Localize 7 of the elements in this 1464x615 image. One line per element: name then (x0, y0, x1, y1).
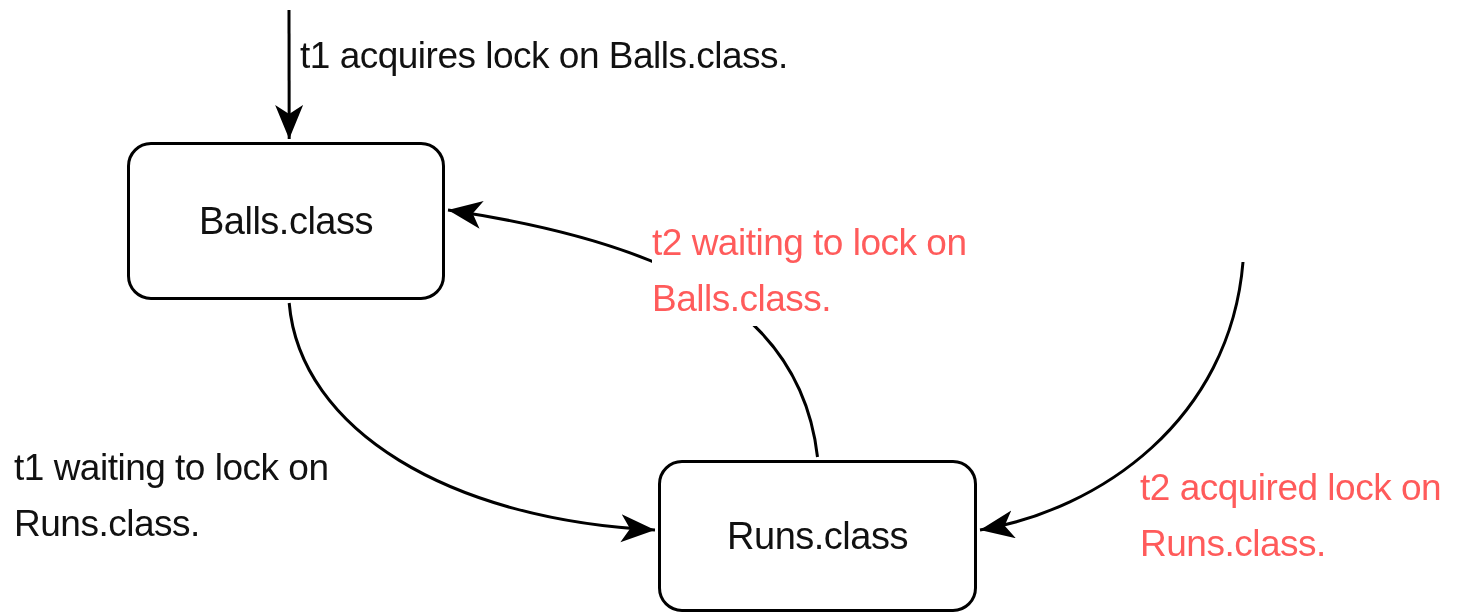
state-box (658, 460, 977, 612)
state-label: Balls.class (199, 199, 373, 243)
state-box (127, 142, 445, 300)
arrow (275, 10, 304, 139)
arrow (979, 261, 1245, 537)
state-label: Runs.class (727, 514, 908, 558)
arrow (287, 302, 656, 542)
